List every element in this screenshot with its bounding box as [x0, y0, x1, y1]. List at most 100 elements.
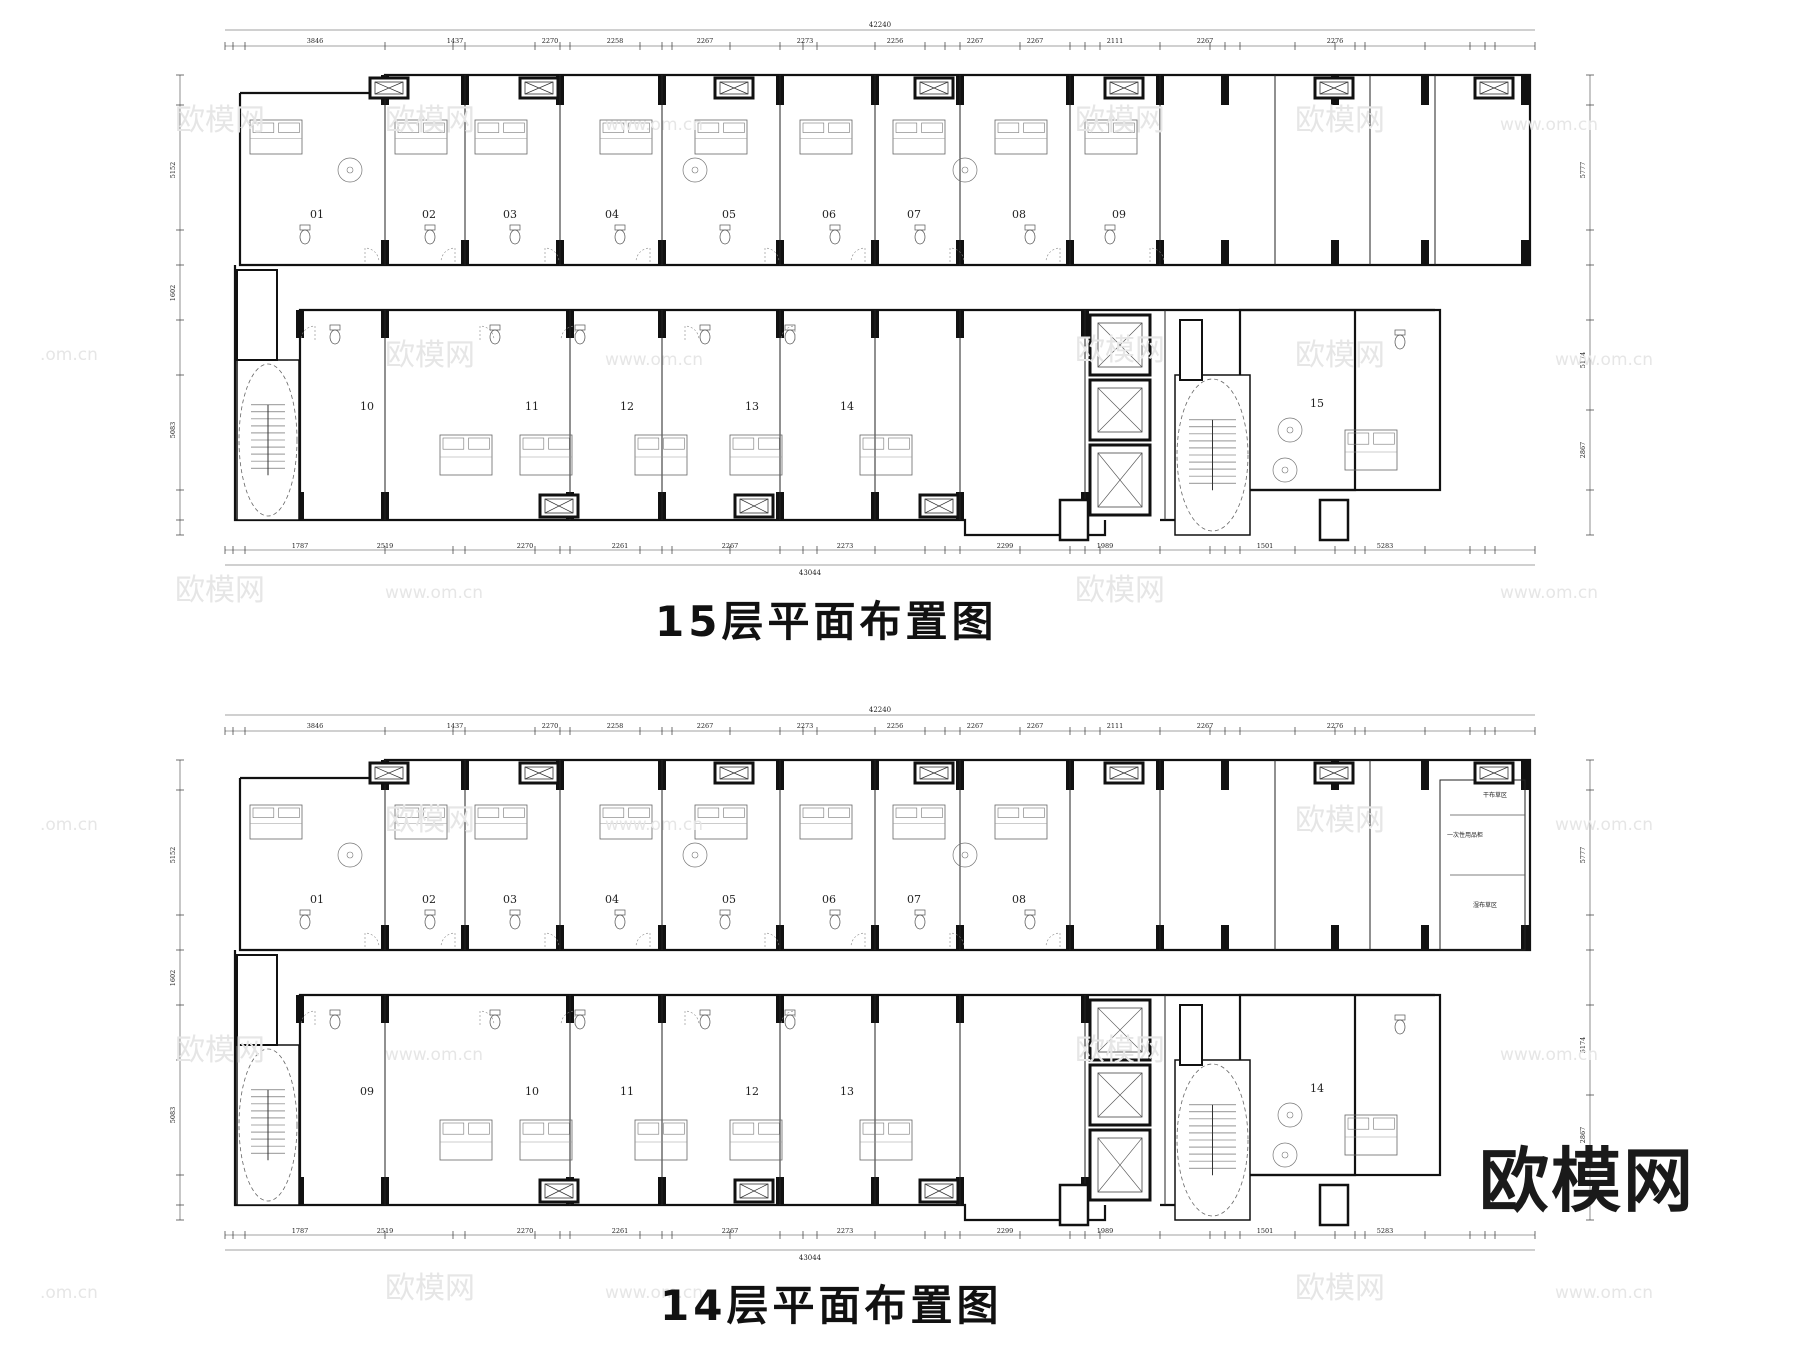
bed-icon: [439, 1119, 493, 1161]
stair-turn-arc: [1176, 378, 1249, 532]
bed-icon: [394, 804, 448, 840]
duct-cross: [1109, 81, 1139, 95]
duct-inner: [1319, 81, 1349, 95]
pillow-icon: [628, 807, 650, 818]
toilet-tank: [329, 324, 341, 331]
dimension-label: 1437: [447, 37, 464, 45]
toilet-tank: [784, 1009, 796, 1016]
watermark-text: www.om.cn: [1555, 350, 1653, 370]
watermark-text: www.om.cn: [1555, 815, 1653, 835]
toilet-icon: [829, 914, 841, 930]
duct-cross: [1479, 81, 1509, 95]
room-number-label: 04: [605, 893, 619, 906]
toilet-icon: [299, 914, 311, 930]
lounge-chair-icon: [952, 842, 978, 868]
dimension-label: 2867: [1579, 442, 1587, 459]
toilet-tank: [1394, 1014, 1406, 1021]
structural-column: [1331, 240, 1339, 266]
toilet-tank: [719, 909, 731, 916]
door-swing-icon: [780, 325, 796, 341]
dimension-label: 3846: [307, 722, 324, 730]
structural-column: [296, 995, 304, 1023]
door-swing-icon: [440, 247, 456, 263]
room-number-label: 08: [1012, 208, 1026, 221]
pillow-icon: [862, 437, 885, 450]
dimension-label: 2299: [997, 542, 1014, 550]
toilet-tank: [1104, 224, 1116, 231]
dimension-label: 1501: [1257, 542, 1274, 550]
pillow-icon: [252, 807, 275, 818]
dimension-label: 2267: [1027, 37, 1044, 45]
room-01: 01: [249, 804, 380, 948]
bed-icon: [634, 1119, 688, 1161]
duct-inner: [719, 766, 749, 780]
room-10: 10: [479, 1009, 573, 1161]
bed-icon: [994, 119, 1048, 155]
toilet-tank: [1024, 909, 1036, 916]
service-closet: [236, 269, 278, 361]
structural-column: [1421, 760, 1429, 790]
dimension-label: 2256: [887, 37, 904, 45]
room-number-label: 14: [1310, 1082, 1324, 1095]
bed-icon: [439, 434, 493, 476]
fire-hydrant-box: [1058, 1183, 1090, 1227]
brand-logo: 欧模网: [1479, 1140, 1695, 1222]
elevator-car: [1097, 452, 1143, 508]
bed-icon: [519, 434, 573, 476]
pillow-icon: [423, 807, 445, 818]
elevator-cross: [1097, 322, 1143, 368]
pillow-icon: [278, 122, 300, 133]
pillow-icon: [477, 807, 500, 818]
toilet-tank: [329, 1009, 341, 1016]
dimension-label: 2267: [697, 37, 714, 45]
toilet-icon: [914, 914, 926, 930]
pillow-icon: [732, 437, 755, 450]
pillow-icon: [1373, 432, 1395, 445]
toilet-tank: [914, 909, 926, 916]
structural-column: [1221, 240, 1229, 266]
pillow-icon: [442, 1122, 465, 1135]
door-swing-icon: [850, 247, 866, 263]
duct-cross: [1319, 81, 1349, 95]
stair-turn-arc: [238, 363, 298, 517]
pillow-icon: [252, 122, 275, 133]
room-number-label: 13: [745, 400, 759, 413]
duct-inner: [924, 1183, 954, 1199]
door-swing-icon: [949, 932, 965, 948]
bed-icon: [859, 434, 913, 476]
pillow-icon: [628, 122, 650, 133]
duct-cross: [924, 498, 954, 514]
door-swing-icon: [764, 247, 780, 263]
pillow-icon: [802, 807, 825, 818]
structural-column: [1521, 240, 1529, 266]
service-closet: [1179, 319, 1203, 381]
bed-icon: [1344, 1114, 1398, 1156]
pillow-icon: [1347, 1117, 1370, 1130]
room-11: 11: [479, 324, 573, 476]
bed-icon: [1084, 119, 1138, 155]
toilet-tank: [829, 224, 841, 231]
room-number-label: 11: [525, 400, 539, 413]
watermark-text: www.om.cn: [1500, 583, 1598, 603]
bed-icon: [994, 804, 1048, 840]
room-14: 14: [1272, 1014, 1406, 1168]
duct-inner: [544, 498, 574, 514]
bed-icon: [799, 804, 853, 840]
watermark-text: .om.cn: [40, 345, 98, 365]
pillow-icon: [397, 122, 420, 133]
elevator-car: [1097, 1007, 1143, 1053]
door-swing-icon: [544, 932, 560, 948]
watermark-text: www.om.cn: [605, 1283, 703, 1303]
duct-inner: [1319, 766, 1349, 780]
chair-center-icon: [346, 851, 354, 859]
toilet-icon: [1394, 1019, 1406, 1035]
door-swing-icon: [300, 1010, 316, 1026]
room-12: 12: [684, 1009, 783, 1161]
room-number-label: 10: [525, 1085, 539, 1098]
dimension-label: 5083: [169, 422, 177, 439]
dimension-label: 2267: [722, 542, 739, 550]
pillow-icon: [397, 807, 420, 818]
dimension-label: 2270: [542, 37, 559, 45]
structural-column: [296, 1177, 304, 1205]
